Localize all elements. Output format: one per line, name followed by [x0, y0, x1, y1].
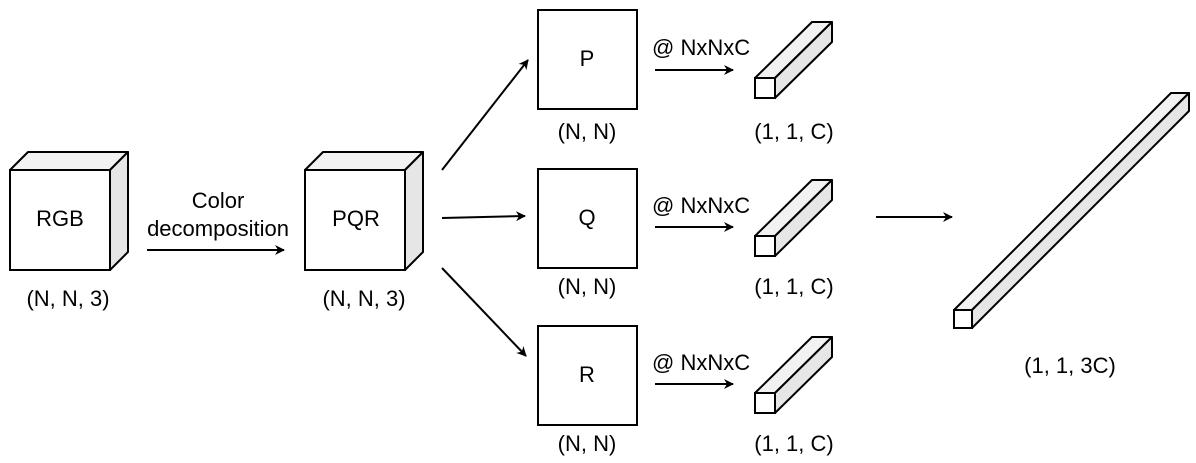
pqr-shape-label: (N, N, 3) — [322, 286, 405, 311]
channel-q-label: Q — [578, 205, 595, 230]
pqr-cube: PQR — [304, 151, 424, 271]
rgb-cube: RGB — [9, 151, 129, 271]
channel-q-shape: (N, N) — [558, 274, 617, 299]
channel-p-out-shape: (1, 1, C) — [754, 119, 833, 144]
channel-p-label: P — [580, 46, 595, 71]
channel-r: R — [537, 325, 638, 426]
arrow-to-r — [441, 267, 527, 357]
rgb-shape-label: (N, N, 3) — [26, 286, 109, 311]
channel-q-out-shape: (1, 1, C) — [754, 274, 833, 299]
channel-r-shape: (N, N) — [558, 431, 617, 456]
channel-q-op: @ NxNxC — [652, 193, 750, 218]
channel-r-output-bar — [754, 336, 833, 414]
concat-shape: (1, 1, 3C) — [1024, 353, 1116, 378]
channel-r-out-shape: (1, 1, C) — [754, 431, 833, 456]
channel-p: P — [537, 9, 638, 110]
pqr-label: PQR — [332, 206, 380, 231]
decomposition-label-line1: Color — [192, 188, 245, 213]
channel-r-op: @ NxNxC — [652, 350, 750, 375]
channel-p-op: @ NxNxC — [652, 35, 750, 60]
channel-q: Q — [537, 168, 638, 269]
channel-q-output-bar — [754, 179, 833, 257]
channel-p-output-bar — [754, 21, 833, 99]
decomposition-label-line2: decomposition — [147, 216, 289, 241]
channel-r-label: R — [579, 362, 595, 387]
rgb-label: RGB — [36, 206, 84, 231]
channel-p-shape: (N, N) — [558, 119, 617, 144]
arrow-to-p — [441, 59, 529, 171]
concat-output-bar — [953, 92, 1190, 329]
arrow-to-q — [441, 211, 526, 222]
